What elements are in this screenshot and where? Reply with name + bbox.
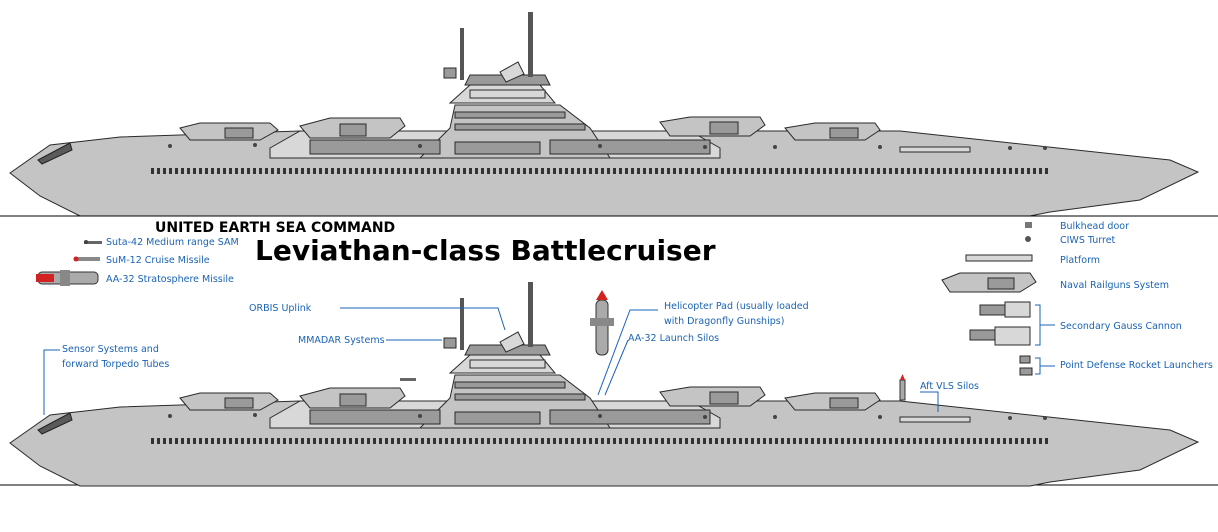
legend-bulkhead: Bulkhead door xyxy=(1060,221,1129,232)
callout-aft-vls: Aft VLS Silos xyxy=(920,381,979,392)
aa32-missile-icon xyxy=(590,290,614,356)
point-defense-rocket-icon xyxy=(1019,355,1033,376)
stratosphere-missile-icon xyxy=(36,270,99,286)
aft-vls-leader xyxy=(920,391,939,412)
sensor-leader xyxy=(43,349,60,415)
aa32-leader xyxy=(604,339,629,396)
orbis-leader xyxy=(340,307,506,331)
heli-leader xyxy=(597,309,658,396)
legend-ciws: CIWS Turret xyxy=(1060,235,1116,246)
legend-railgun: Naval Railguns System xyxy=(1060,280,1169,291)
ship-top xyxy=(9,11,1199,217)
sam-missile-icon xyxy=(84,240,102,244)
missile-label-cruise: SuM-12 Cruise Missile xyxy=(106,255,210,266)
cruise-missile-icon xyxy=(73,256,100,262)
callout-sensor-line1: Sensor Systems and xyxy=(62,344,159,355)
small-sam-icon xyxy=(400,378,416,381)
aft-vls-missile-icon xyxy=(899,374,906,401)
callout-heli-line1: Helicopter Pad (usually loaded xyxy=(664,301,809,312)
legend-rocket: Point Defense Rocket Launchers xyxy=(1060,360,1213,371)
gauss-bracket xyxy=(1035,304,1055,346)
callout-sensor-line2: forward Torpedo Tubes xyxy=(62,359,169,370)
platform-icon xyxy=(965,254,1033,262)
callout-orbis: ORBIS Uplink xyxy=(249,303,312,314)
missile-label-sam: Suta-42 Medium range SAM xyxy=(106,237,239,248)
railgun-icon xyxy=(941,272,1037,293)
legend-gauss: Secondary Gauss Cannon xyxy=(1060,321,1182,332)
callout-aa32-silos: AA-32 Launch Silos xyxy=(628,333,719,344)
bulkhead-door-icon xyxy=(1025,222,1032,228)
legend-platform: Platform xyxy=(1060,255,1100,266)
missile-label-stratosphere: AA-32 Stratosphere Missile xyxy=(106,274,234,285)
rocket-bracket xyxy=(1035,357,1055,375)
callout-mmadar: MMADAR Systems xyxy=(298,335,385,346)
ciws-turret-icon xyxy=(1025,236,1031,242)
gauss-cannon-icon xyxy=(969,301,1031,346)
command-heading: UNITED EARTH SEA COMMAND xyxy=(155,220,395,236)
callout-heli-line2: with Dragonfly Gunships) xyxy=(664,316,784,327)
page-title: Leviathan-class Battlecruiser xyxy=(255,234,716,267)
